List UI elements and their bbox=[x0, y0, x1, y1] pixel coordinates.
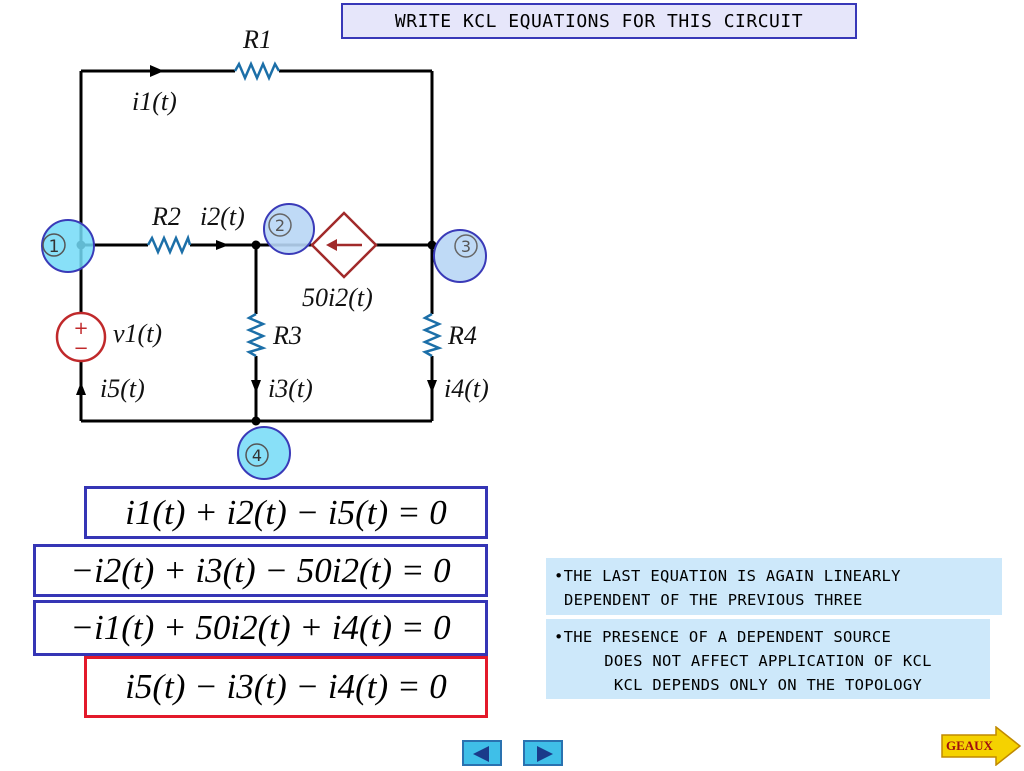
node-4-label: 4 bbox=[252, 446, 262, 465]
arrow-i1-icon bbox=[150, 65, 164, 77]
next-slide-button[interactable] bbox=[523, 740, 563, 766]
note-line: KCL DEPENDS ONLY ON THE TOPOLOGY bbox=[613, 676, 923, 694]
resistor-r4 bbox=[421, 312, 443, 358]
page-title: WRITE KCL EQUATIONS FOR THIS CIRCUIT bbox=[341, 3, 857, 39]
junction-dot bbox=[427, 240, 437, 250]
geaux-button[interactable]: GEAUX bbox=[940, 725, 1022, 767]
node-4-marker bbox=[237, 426, 291, 480]
arrow-left-icon bbox=[473, 746, 489, 762]
equation-node-1: i1(t) + i2(t) − i5(t) = 0 bbox=[84, 486, 488, 539]
label-i5: i5(t) bbox=[100, 374, 145, 403]
geaux-label: GEAUX bbox=[946, 738, 993, 753]
node-2-marker bbox=[263, 203, 315, 255]
minus-sign: − bbox=[73, 338, 88, 359]
label-v1: v1(t) bbox=[113, 319, 162, 348]
label-r3: R3 bbox=[272, 321, 302, 350]
node-1-marker bbox=[41, 219, 95, 273]
node-1-label: 1 bbox=[49, 237, 60, 257]
equation-node-4: i5(t) − i3(t) − i4(t) = 0 bbox=[84, 656, 488, 718]
equation-node-3: −i1(t) + 50i2(t) + i4(t) = 0 bbox=[33, 600, 488, 656]
resistor-r1 bbox=[233, 60, 281, 82]
equation-node-2: −i2(t) + i3(t) − 50i2(t) = 0 bbox=[33, 544, 488, 597]
junction-dot bbox=[251, 416, 261, 426]
note-line: •THE LAST EQUATION IS AGAIN LINEARLY bbox=[554, 567, 901, 585]
label-r4: R4 bbox=[447, 321, 477, 350]
note-dependent-source: •THE PRESENCE OF A DEPENDENT SOURCE DOES… bbox=[546, 619, 990, 699]
junction-dot bbox=[251, 240, 261, 250]
voltage-source-icon bbox=[55, 311, 107, 363]
note-linear-dependence: •THE LAST EQUATION IS AGAIN LINEARLY DEP… bbox=[546, 558, 1002, 615]
plus-sign: + bbox=[73, 318, 88, 339]
geaux-arrow-icon bbox=[941, 725, 1022, 767]
arrow-i3-icon bbox=[251, 380, 261, 393]
prev-slide-button[interactable] bbox=[462, 740, 502, 766]
circuit-diagram: + − 1 2 3 4 R1 i1(t) R2 i2(t) 50i2(t) v1… bbox=[41, 25, 489, 480]
label-i2: i2(t) bbox=[200, 202, 245, 231]
label-i4: i4(t) bbox=[444, 374, 489, 403]
arrow-i2-icon bbox=[216, 240, 229, 250]
label-r1: R1 bbox=[242, 25, 272, 54]
label-i3: i3(t) bbox=[268, 374, 313, 403]
node-3-label: 3 bbox=[461, 237, 471, 256]
label-r2: R2 bbox=[151, 202, 181, 231]
node-2-label: 2 bbox=[275, 216, 285, 235]
arrow-i5-icon bbox=[76, 382, 86, 395]
dep-arrow-icon bbox=[326, 239, 337, 251]
arrow-i4-icon bbox=[427, 380, 437, 393]
note-line: DEPENDENT OF THE PREVIOUS THREE bbox=[564, 591, 863, 609]
note-line: •THE PRESENCE OF A DEPENDENT SOURCE bbox=[554, 628, 892, 646]
resistor-r2 bbox=[146, 234, 192, 256]
label-dep: 50i2(t) bbox=[302, 283, 373, 312]
arrow-right-icon bbox=[537, 746, 553, 762]
label-i1: i1(t) bbox=[132, 87, 177, 116]
resistor-r3 bbox=[245, 312, 267, 358]
note-line: DOES NOT AFFECT APPLICATION OF KCL bbox=[604, 652, 932, 670]
